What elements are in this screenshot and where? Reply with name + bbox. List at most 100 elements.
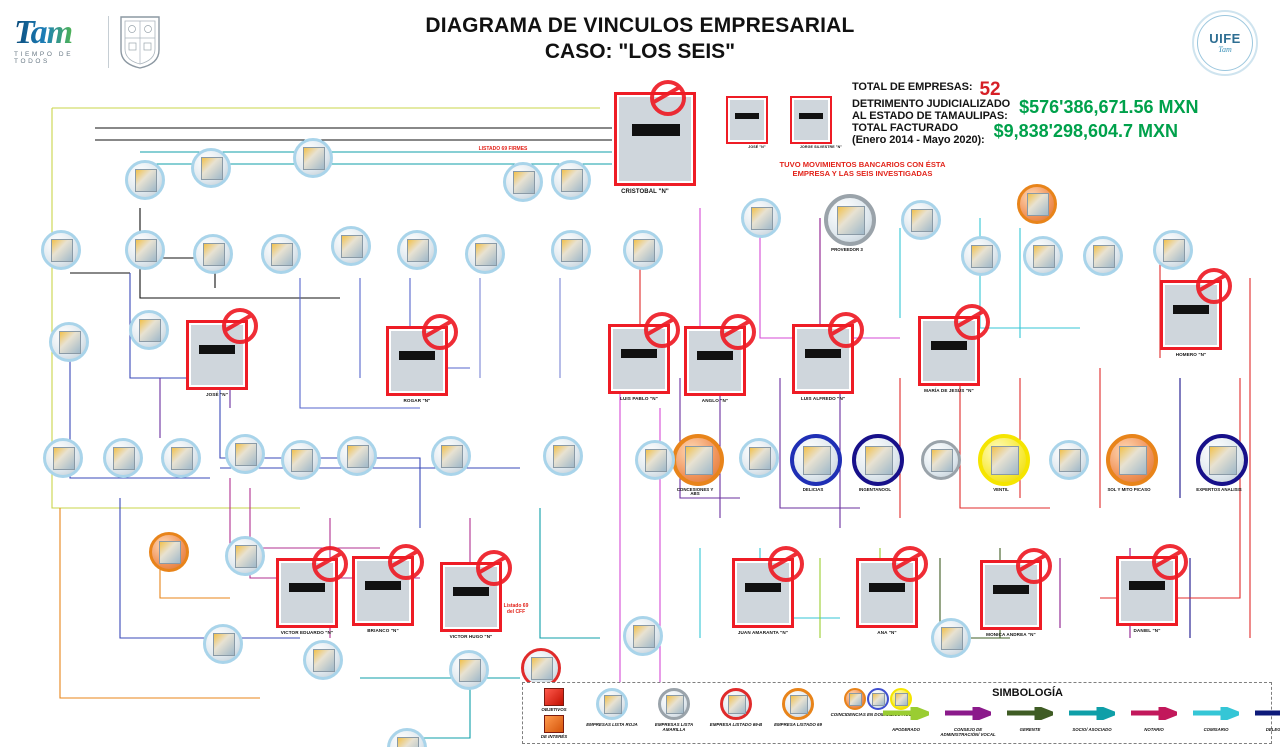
company-node-generic[interactable]: [300, 640, 346, 680]
legend-node-label: EMPRESA LISTADO 69-B: [709, 722, 763, 727]
person-node-mid-2[interactable]: ROGAR "N": [386, 314, 458, 403]
company-node-delicias[interactable]: DELICIAS: [790, 434, 842, 492]
stat-total-label: TOTAL DE EMPRESAS:: [852, 81, 973, 93]
company-node-generic[interactable]: [334, 436, 380, 476]
person-node-mid-4[interactable]: ANGLO "N": [684, 314, 756, 403]
company-node-proveedor-3[interactable]: PROVEEDOR 3: [824, 194, 876, 252]
company-node-generic[interactable]: [278, 440, 324, 480]
document-stack-icon: [790, 695, 808, 714]
company-node-generic[interactable]: [222, 536, 268, 576]
person-name-label: CRISTOBAL "N": [621, 189, 669, 195]
prohibited-icon: [892, 546, 928, 582]
company-node-generic[interactable]: [200, 624, 246, 664]
person-node-low-4[interactable]: JUAN AMARANTA "N": [732, 546, 804, 635]
company-node-generic[interactable]: [500, 162, 546, 202]
company-node-generic[interactable]: [928, 618, 974, 658]
arrow-icon: [945, 704, 996, 723]
company-node-generic[interactable]: [1020, 236, 1066, 276]
prohibited-icon: [650, 80, 686, 116]
company-node-generic[interactable]: [1080, 236, 1126, 276]
company-node-generic[interactable]: [190, 234, 236, 274]
document-stack-icon: [604, 695, 622, 714]
tamaulipas-coat-of-arms-icon: [120, 16, 160, 69]
company-node-generic[interactable]: [126, 310, 172, 350]
person-node-mid-6[interactable]: MARÍA DE JESÚS "N": [918, 304, 990, 393]
company-node-generic[interactable]: [1046, 440, 1092, 480]
company-node-generic[interactable]: [428, 436, 474, 476]
document-stack-icon: [459, 659, 481, 682]
arrow-icon: [1255, 710, 1280, 716]
company-node-generic[interactable]: [328, 226, 374, 266]
person-node-low-2[interactable]: BRIANCO "N": [352, 544, 424, 633]
person-node-mid-3[interactable]: LUIS PABLO "N": [608, 312, 680, 401]
company-node-concesiones[interactable]: CONCESIONES Y ABS: [672, 434, 724, 496]
company-node-generic[interactable]: [258, 234, 304, 274]
person-node-low-7[interactable]: DANIEL "N": [1116, 544, 1188, 633]
company-node-ingentanool[interactable]: INGENTANOOL: [852, 434, 904, 492]
company-node-generic[interactable]: [548, 230, 594, 270]
company-node-generic[interactable]: [146, 532, 192, 572]
company-node-generic[interactable]: [1014, 184, 1060, 224]
legend-coincidence-rings: [829, 688, 925, 710]
company-node-generic[interactable]: [384, 728, 430, 747]
company-node-generic[interactable]: [548, 160, 594, 200]
company-node-generic[interactable]: [394, 230, 440, 270]
prohibited-icon: [954, 304, 990, 340]
company-node-generic[interactable]: [462, 234, 508, 274]
person-node-low-5[interactable]: ANA "N": [856, 546, 928, 635]
person-node-low-3[interactable]: VICTOR HUGO "N": [440, 550, 512, 639]
person-node-mid-7[interactable]: HOMERO "N": [1160, 268, 1232, 357]
person-node-low-6[interactable]: MONICA ANDREA "N": [980, 548, 1052, 637]
company-node-generic[interactable]: [518, 648, 564, 688]
document-stack-icon: [1163, 239, 1185, 262]
company-node-generic[interactable]: [38, 230, 84, 270]
annotation-listado-69-firmes: LISTADO 69 FIRMES: [468, 146, 538, 152]
company-node-generic[interactable]: [738, 198, 784, 238]
company-disc-icon: [867, 688, 889, 710]
person-node-mid-1[interactable]: JOSÉ "N": [186, 308, 258, 397]
company-node-generic[interactable]: [620, 230, 666, 270]
company-node-generic[interactable]: [958, 236, 1004, 276]
company-node-generic[interactable]: [46, 322, 92, 362]
company-node-generic[interactable]: [918, 440, 964, 480]
company-disc-icon: [1153, 230, 1193, 270]
company-node-generic[interactable]: [188, 148, 234, 188]
company-node-generic[interactable]: [736, 438, 782, 478]
person-name-label: JOSÉ "N": [748, 145, 766, 149]
company-node-generic[interactable]: [898, 200, 944, 240]
company-node-generic[interactable]: [100, 438, 146, 478]
person-node-bank-1[interactable]: JOSÉ "N": [726, 96, 788, 149]
company-node-ventil[interactable]: VENTIL: [978, 434, 1030, 492]
company-node-sol-y-mito[interactable]: SOL Y MITO PICASO: [1106, 434, 1158, 492]
company-node-generic[interactable]: [540, 436, 586, 476]
document-stack-icon: [113, 447, 135, 470]
person-node-bank-2[interactable]: JORGE SILVESTRE "N": [790, 96, 852, 149]
company-node-generic[interactable]: [158, 438, 204, 478]
company-node-generic[interactable]: [620, 616, 666, 656]
document-stack-icon: [441, 445, 463, 468]
person-name-label: DANIEL "N": [1133, 628, 1161, 633]
company-disc-icon: [790, 434, 842, 486]
company-node-generic[interactable]: [446, 650, 492, 690]
company-node-expertos[interactable]: EXPERTOS ANALISIS: [1196, 434, 1248, 492]
redaction-bar: [799, 113, 823, 119]
document-stack-icon: [1119, 446, 1147, 475]
person-name-label: JORGE SILVESTRE "N": [799, 145, 843, 149]
person-node-low-1[interactable]: VICTOR EDUARDO "N": [276, 546, 348, 635]
person-name-label: HOMERO "N": [1175, 352, 1207, 357]
person-node-cristobal[interactable]: CRISTOBAL "N": [614, 80, 696, 195]
company-node-generic[interactable]: [290, 138, 336, 178]
company-node-generic[interactable]: [122, 160, 168, 200]
company-node-generic[interactable]: [1150, 230, 1196, 270]
company-node-generic[interactable]: [222, 434, 268, 474]
document-stack-icon: [347, 445, 369, 468]
company-disc-icon: [658, 688, 690, 720]
redaction-bar: [993, 585, 1029, 594]
company-node-generic[interactable]: [632, 440, 678, 480]
document-stack-icon: [235, 545, 257, 568]
person-node-mid-5[interactable]: LUIS ALFREDO "N": [792, 312, 864, 401]
company-disc-icon: [961, 236, 1001, 276]
company-node-generic[interactable]: [122, 230, 168, 270]
company-node-generic[interactable]: [40, 438, 86, 478]
